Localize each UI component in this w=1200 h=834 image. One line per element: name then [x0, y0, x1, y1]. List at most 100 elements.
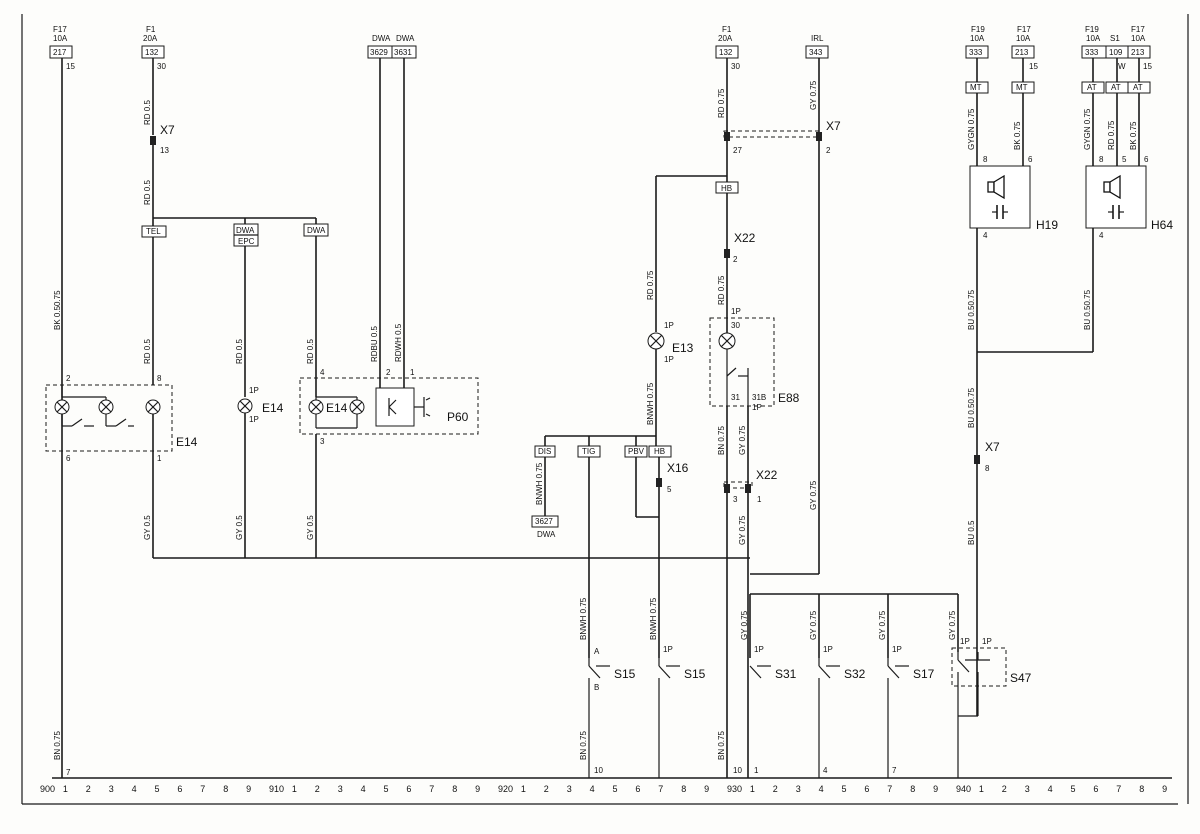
- svg-text:BK 0.75: BK 0.75: [1129, 121, 1138, 150]
- scale-label: 9: [704, 784, 709, 794]
- svg-text:EPC: EPC: [238, 237, 255, 246]
- component-e88-box: [709, 317, 775, 407]
- svg-text:BN 0.75: BN 0.75: [579, 731, 588, 760]
- svg-text:AT: AT: [1111, 83, 1121, 92]
- scale-label: 3: [338, 784, 343, 794]
- scale-label: 7: [658, 784, 663, 794]
- label-s15-a: S15: [614, 667, 636, 681]
- svg-text:RD 0.5: RD 0.5: [143, 339, 152, 364]
- svg-text:5: 5: [1122, 155, 1127, 164]
- label-e13: E13: [672, 341, 694, 355]
- svg-text:RD 0.75: RD 0.75: [717, 275, 726, 305]
- scale-label: 1: [750, 784, 755, 794]
- scale-label: 6: [864, 784, 869, 794]
- component-s47-box: [951, 647, 1007, 687]
- label-x22-bot: X22: [756, 468, 778, 482]
- svg-text:RD 0.5: RD 0.5: [306, 339, 315, 364]
- svg-text:TIG: TIG: [582, 447, 595, 456]
- svg-text:1P: 1P: [960, 637, 970, 646]
- scale-label: 1: [521, 784, 526, 794]
- svg-text:GY 0.5: GY 0.5: [306, 515, 315, 540]
- svg-text:AT: AT: [1087, 83, 1097, 92]
- fuse-dwa: DWA DWA 3629 3631: [367, 34, 417, 59]
- svg-text:27: 27: [733, 146, 742, 155]
- svg-text:AT: AT: [1133, 83, 1143, 92]
- svg-text:1P: 1P: [752, 403, 762, 412]
- scale-label: 8: [1139, 784, 1144, 794]
- scale-label: 4: [132, 784, 137, 794]
- label-h19: H19: [1036, 218, 1058, 232]
- svg-text:3631: 3631: [394, 48, 412, 57]
- label-e88: E88: [778, 391, 800, 405]
- svg-text:DWA: DWA: [307, 226, 326, 235]
- svg-text:3: 3: [733, 495, 738, 504]
- scale-label: 5: [155, 784, 160, 794]
- svg-text:20A: 20A: [143, 34, 158, 43]
- svg-text:F17: F17: [1131, 25, 1145, 34]
- svg-text:1P: 1P: [892, 645, 902, 654]
- scale-label: 5: [384, 784, 389, 794]
- svg-text:4: 4: [983, 231, 988, 240]
- scale-label: 5: [613, 784, 618, 794]
- scale-label: 6: [635, 784, 640, 794]
- scale-label: 920: [498, 784, 513, 794]
- svg-text:2: 2: [826, 146, 831, 155]
- svg-text:213: 213: [1131, 48, 1145, 57]
- svg-text:3: 3: [320, 437, 325, 446]
- svg-text:MT: MT: [970, 83, 982, 92]
- svg-text:RD 0.5: RD 0.5: [235, 339, 244, 364]
- svg-text:HB: HB: [721, 184, 732, 193]
- component-h64: [1085, 165, 1147, 229]
- svg-text:1P: 1P: [664, 321, 674, 330]
- svg-text:6: 6: [66, 454, 71, 463]
- fuse-f17-left: F17 10A 217 15: [49, 25, 75, 71]
- scale-label: 8: [452, 784, 457, 794]
- svg-text:GYGN 0.75: GYGN 0.75: [1083, 108, 1092, 150]
- svg-text:GY 0.5: GY 0.5: [143, 515, 152, 540]
- scale-label: 940: [956, 784, 971, 794]
- svg-text:5: 5: [667, 485, 672, 494]
- svg-text:F1: F1: [722, 25, 732, 34]
- scale-label: 2: [773, 784, 778, 794]
- scale-label: 7: [887, 784, 892, 794]
- scale-label: 9: [1162, 784, 1167, 794]
- scale-label: 7: [429, 784, 434, 794]
- label-s31: S31: [775, 667, 797, 681]
- scale-label: 8: [910, 784, 915, 794]
- svg-text:333: 333: [1085, 48, 1099, 57]
- label-s17: S17: [913, 667, 935, 681]
- svg-text:RD 0.5: RD 0.5: [143, 100, 152, 125]
- label-h64: H64: [1151, 218, 1173, 232]
- fuse-terminal: 217: [53, 48, 67, 57]
- svg-text:BNWH 0.75: BNWH 0.75: [649, 597, 658, 640]
- svg-text:GY 0.5: GY 0.5: [235, 515, 244, 540]
- svg-text:333: 333: [969, 48, 983, 57]
- fuse-f17-mt: F17 10A 213 15: [1011, 25, 1038, 71]
- svg-text:1P: 1P: [731, 307, 741, 316]
- svg-text:343: 343: [809, 48, 823, 57]
- connector-x16: [656, 478, 662, 487]
- svg-text:1P: 1P: [249, 415, 259, 424]
- svg-text:8: 8: [157, 374, 162, 383]
- svg-text:132: 132: [719, 48, 733, 57]
- svg-text:B: B: [594, 683, 599, 692]
- svg-text:109: 109: [1109, 48, 1123, 57]
- tag-dwa-term: [531, 515, 559, 528]
- label-p60: P60: [447, 410, 469, 424]
- svg-text:2: 2: [66, 374, 71, 383]
- label-e14-p60: E14: [326, 401, 348, 415]
- svg-text:GY 0.75: GY 0.75: [809, 80, 818, 110]
- connector-x7-right-b: [816, 132, 822, 141]
- svg-text:1P: 1P: [663, 645, 673, 654]
- scale-label: 6: [406, 784, 411, 794]
- connector-x22-top: [724, 249, 730, 258]
- svg-text:6: 6: [1028, 155, 1033, 164]
- svg-text:F1: F1: [146, 25, 156, 34]
- svg-text:1P: 1P: [664, 355, 674, 364]
- svg-text:GYGN 0.75: GYGN 0.75: [967, 108, 976, 150]
- tag-hb: [648, 445, 672, 458]
- svg-text:HB: HB: [654, 447, 665, 456]
- scale-label: 9: [246, 784, 251, 794]
- scale-label: 1: [979, 784, 984, 794]
